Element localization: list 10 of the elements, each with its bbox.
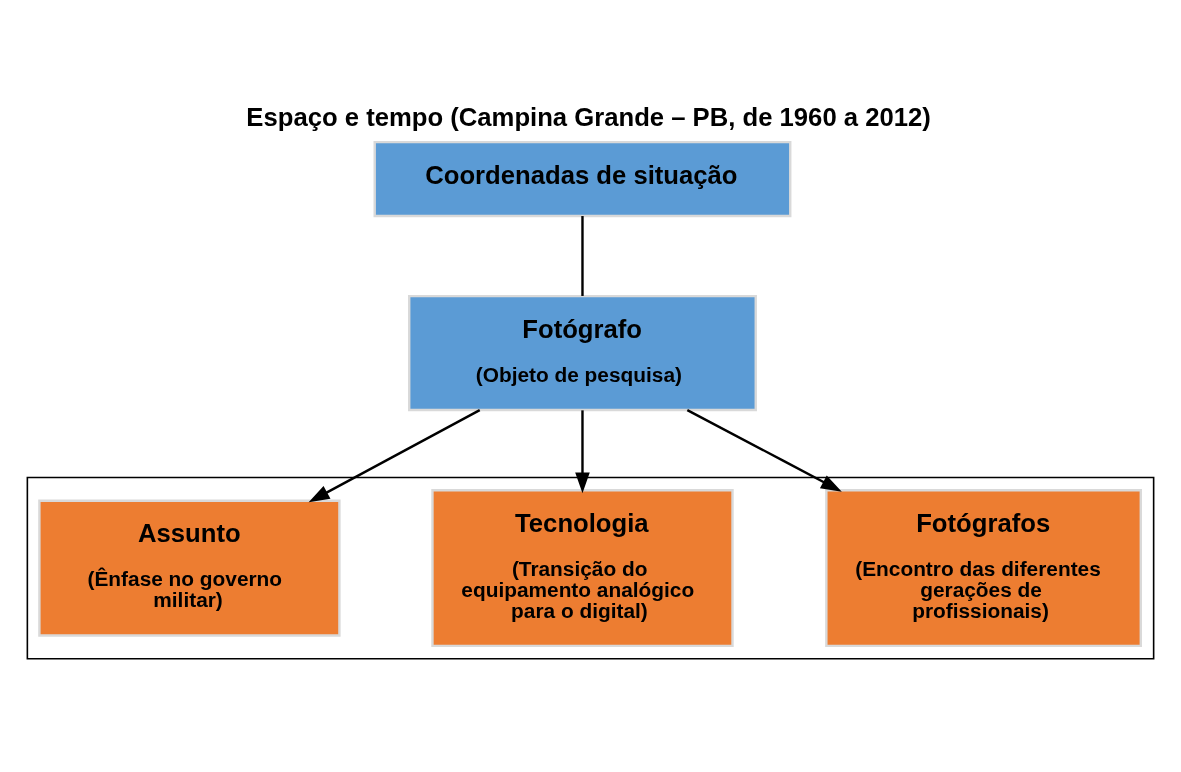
arrow bbox=[686, 409, 842, 492]
node-box: Assunto (Ênfase no governo militar) bbox=[38, 499, 341, 637]
node-box: Fotógrafo (Objeto de pesquisa) bbox=[408, 294, 757, 412]
node-box: Fotógrafos (Encontro das diferentes gerações de profissionais) bbox=[825, 489, 1142, 648]
arrow bbox=[575, 410, 590, 494]
node-box: Coordenadas de situação bbox=[373, 140, 792, 218]
diagram-title: Espaço e tempo (Campina Grande – PB, de 1960 a 2012) bbox=[246, 102, 931, 131]
node-box: Tecnologia (Transição do equipamento analógico para o digital) bbox=[431, 489, 734, 648]
arrow bbox=[308, 409, 481, 503]
connector bbox=[581, 216, 584, 296]
